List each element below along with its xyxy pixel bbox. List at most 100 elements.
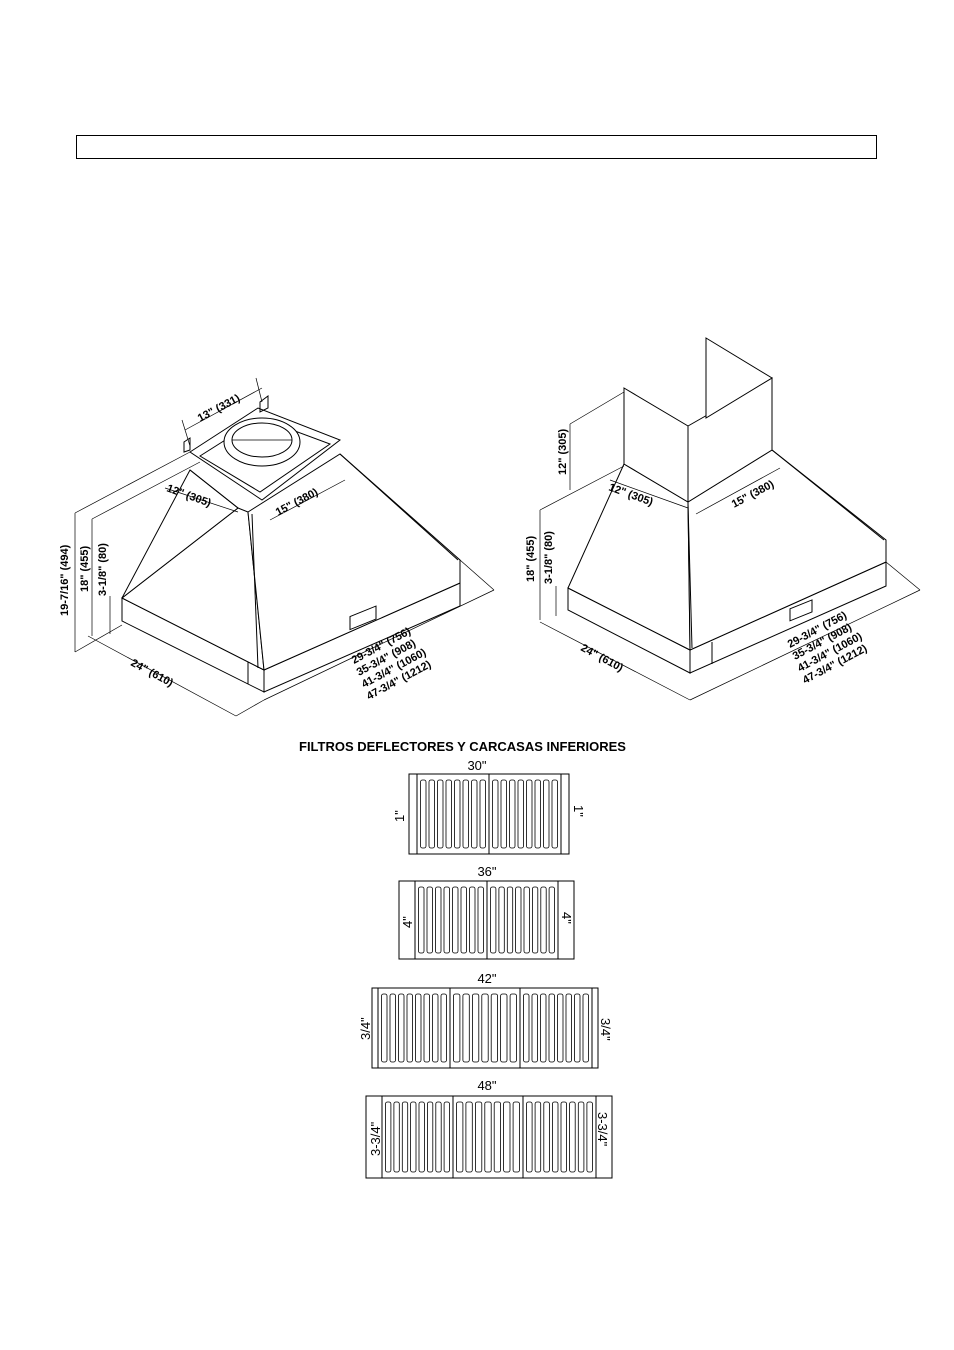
filter-slat: [477, 886, 484, 954]
filter-slat: [526, 779, 533, 849]
filter-slat: [454, 779, 461, 849]
filter-slat: [531, 993, 538, 1063]
right-chimney-height-label: 12" (305): [557, 428, 569, 475]
filter-slat: [515, 886, 522, 954]
right-body-height-label: 18" (455): [525, 535, 537, 582]
filter-slat: [406, 993, 413, 1063]
filter-slat: [586, 1101, 593, 1173]
filter-36-side-right: 4": [559, 912, 574, 924]
filter-slat: [426, 886, 433, 954]
filter-slat: [443, 1101, 450, 1173]
filter-slat: [500, 993, 508, 1063]
filter-slat: [456, 1101, 464, 1173]
filter-slat: [574, 993, 581, 1063]
filter-slat: [540, 886, 547, 954]
filter-slat: [453, 993, 461, 1063]
filter-slat: [569, 1101, 576, 1173]
filter-slat: [565, 993, 572, 1063]
filter-slat: [560, 1101, 567, 1173]
filter-slat: [503, 1101, 511, 1173]
filter-slat: [490, 886, 497, 954]
filter-36-width-label: 36": [477, 864, 496, 879]
filter-slat: [462, 779, 469, 849]
filter-slat: [420, 779, 427, 849]
filter-slat: [523, 886, 530, 954]
filter-42-side-right: 3/4": [598, 1018, 613, 1041]
header-box: [76, 135, 877, 159]
filter-slat: [523, 993, 530, 1063]
filter-slat: [462, 993, 470, 1063]
filter-slat: [435, 886, 442, 954]
filter-slat: [534, 779, 541, 849]
filter-30: 30" 1" 1": [392, 758, 586, 855]
filter-slat: [582, 993, 589, 1063]
filter-slat: [393, 1101, 400, 1173]
right-hood-drawing: 12" (305) 12" (305) 15" (380) 18" (455) …: [525, 337, 921, 701]
filter-slat: [418, 886, 425, 954]
filter-slat: [479, 779, 486, 849]
filter-slat: [437, 779, 444, 849]
filter-slat: [493, 1101, 502, 1173]
filter-slat: [548, 993, 555, 1063]
filter-slat: [506, 886, 514, 954]
filter-slat: [534, 1101, 542, 1173]
filter-slat: [381, 993, 388, 1063]
filter-48-side-left: 3-3/4": [368, 1121, 383, 1156]
filter-slat: [492, 779, 499, 849]
filter-slat: [452, 886, 459, 954]
filter-slat: [543, 1101, 550, 1173]
filter-slat: [443, 886, 450, 954]
left-hood-drawing: 13" (331) 12" (305) 15" (380) 19-7/16" (…: [59, 377, 495, 717]
filter-slat: [517, 779, 524, 849]
filter-slat: [543, 779, 550, 849]
filter-48: 48" 3-3/4" 3-3/4": [365, 1078, 613, 1179]
right-trim-height-label: 3-1/8" (80): [543, 531, 555, 584]
filters-title: FILTROS DEFLECTORES Y CARCASAS INFERIORE…: [299, 739, 626, 754]
filter-slat: [465, 1101, 473, 1173]
filter-30-width-label: 30": [467, 758, 486, 773]
filter-slat: [423, 993, 430, 1063]
filter-slat: [415, 993, 422, 1063]
filter-slat: [469, 886, 476, 954]
left-body-height-label: 18" (455): [79, 545, 91, 592]
filter-slat: [484, 1101, 492, 1173]
filter-42: 42" 3/4" 3/4": [358, 971, 613, 1069]
filter-42-side-left: 3/4": [358, 1017, 373, 1040]
filter-slat: [474, 1101, 483, 1173]
filter-slat: [551, 779, 558, 849]
filter-slat: [432, 993, 439, 1063]
filter-slat: [445, 779, 452, 849]
filter-48-width-label: 48": [477, 1078, 496, 1093]
filter-slat: [490, 993, 499, 1063]
filter-slat: [481, 993, 489, 1063]
left-top-width-label: 13" (331): [196, 392, 243, 424]
filter-slat: [509, 779, 516, 849]
filter-48-side-right: 3-3/4": [595, 1112, 610, 1147]
filter-slat: [471, 993, 480, 1063]
filter-slat: [440, 993, 447, 1063]
filter-30-side-left: 1": [392, 810, 407, 822]
filter-slat: [577, 1101, 585, 1173]
filter-slat: [552, 1101, 559, 1173]
left-trim-height-label: 3-1/8" (80): [97, 543, 109, 596]
filter-slat: [428, 779, 435, 849]
right-depth-label: 24" (610): [579, 642, 626, 674]
filter-slat: [500, 779, 507, 849]
filter-slat: [557, 993, 564, 1063]
filter-slat: [540, 993, 547, 1063]
filter-slat: [509, 993, 517, 1063]
filter-slat: [498, 886, 505, 954]
filter-slat: [385, 1101, 392, 1173]
filter-30-side-right: 1": [571, 805, 586, 817]
filter-36: 36" 4" 4": [398, 864, 575, 960]
filter-slat: [401, 1101, 409, 1173]
filter-slat: [435, 1101, 442, 1173]
filter-36-side-left: 4": [400, 916, 415, 928]
filter-slat: [418, 1101, 425, 1173]
filter-slat: [389, 993, 396, 1063]
left-total-height-label: 19-7/16" (494): [59, 544, 71, 616]
filter-slat: [471, 779, 478, 849]
filter-slat: [512, 1101, 520, 1173]
filter-slat: [460, 886, 467, 954]
